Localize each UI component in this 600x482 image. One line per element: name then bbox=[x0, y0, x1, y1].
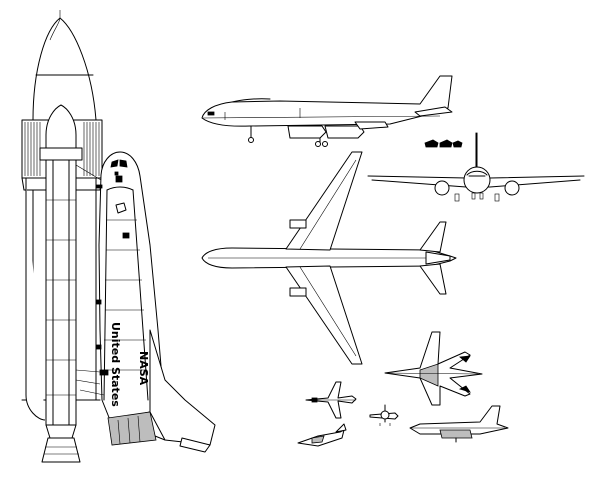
fighter-jet-side-view bbox=[297, 423, 347, 447]
orbiter: United States NASA bbox=[95, 151, 216, 453]
boeing-747-side-view bbox=[201, 75, 463, 148]
fighter-jet-top-view bbox=[305, 381, 357, 419]
b1-bomber-side-view bbox=[409, 405, 509, 443]
shuttle-struts bbox=[75, 164, 105, 396]
boeing-767-top-view bbox=[201, 151, 457, 365]
boeing-767-front-view bbox=[367, 132, 585, 202]
solid-rocket-booster bbox=[39, 104, 83, 463]
space-shuttle-stack: United States NASA bbox=[21, 10, 216, 463]
orbiter-label-united-states: United States bbox=[109, 322, 122, 407]
orbiter-label-nasa: NASA bbox=[137, 351, 150, 386]
fighter-jet-front-view bbox=[369, 404, 399, 426]
b1-bomber-top-view bbox=[384, 331, 483, 406]
